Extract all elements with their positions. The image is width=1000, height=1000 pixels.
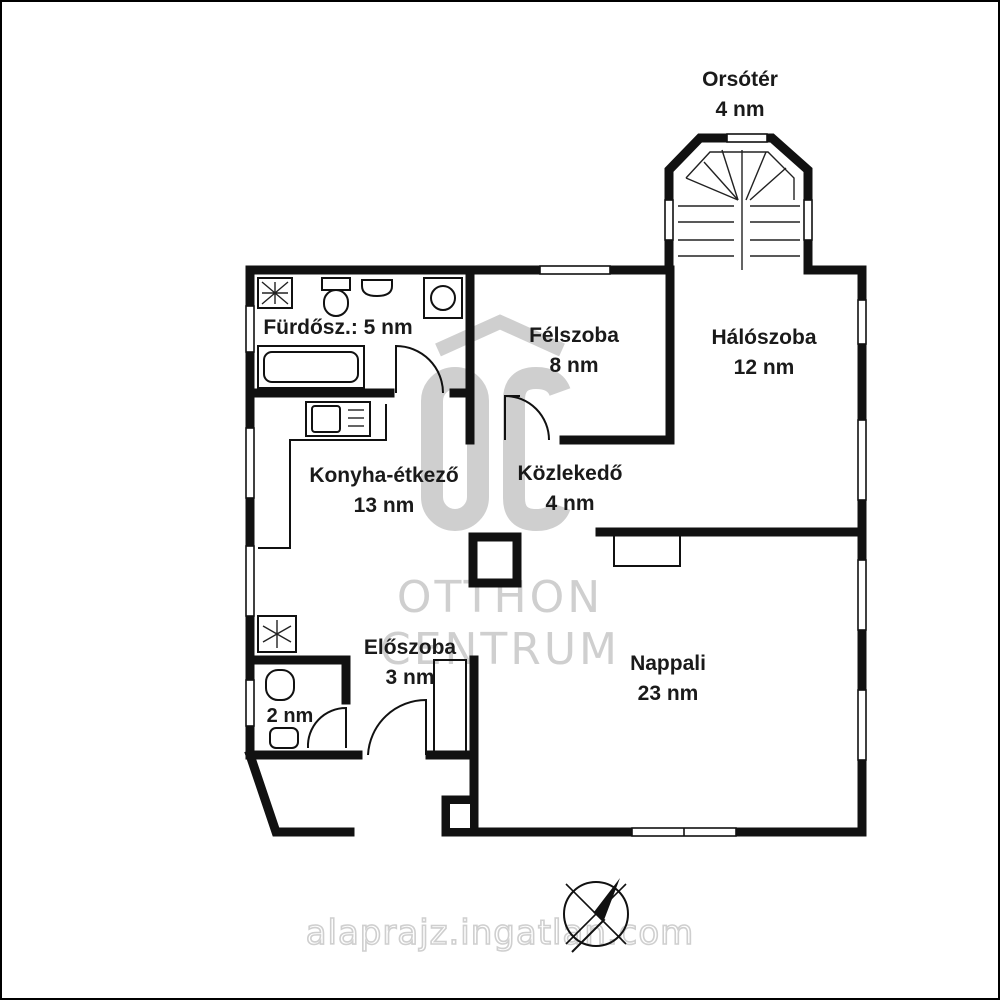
- room-labels: Orsótér 4 nm Félszoba 8 nm Hálószoba 12 …: [263, 68, 816, 727]
- bathroom-door: [395, 344, 444, 394]
- nappali-area: 23 nm: [638, 682, 699, 705]
- chimney: [468, 532, 522, 588]
- orsoter-area: 4 nm: [715, 98, 764, 121]
- orsoter-name: Orsótér: [702, 68, 778, 91]
- kitchen-sink: [305, 401, 371, 437]
- felszoba-name: Félszoba: [529, 324, 619, 347]
- eloszoba-name: Előszoba: [364, 636, 457, 659]
- felszoba-area: 8 nm: [549, 354, 598, 377]
- wc-door: [306, 706, 347, 749]
- bathroom-toilet-tank: [321, 277, 351, 291]
- stair-window: [664, 199, 674, 241]
- window-living: [857, 559, 867, 631]
- window-bedroom: [857, 419, 867, 501]
- fixtures: [257, 277, 681, 836]
- window-kitchen: [245, 427, 255, 499]
- compass-north-arrow-icon: [563, 878, 629, 953]
- spiral-staircase: [678, 149, 800, 270]
- window-kitchen: [245, 545, 255, 617]
- kozlekedo-name: Közlekedő: [517, 462, 622, 485]
- watermark-centrum: CENTRUM: [380, 624, 620, 675]
- windows: [245, 265, 867, 837]
- stair-window: [726, 133, 768, 143]
- window-living: [857, 689, 867, 761]
- watermark-url: alaprajz.ingatlan.com: [306, 913, 695, 953]
- otthon-centrum-logo: [421, 314, 571, 532]
- wc-toilet: [265, 669, 295, 701]
- haloszoba-area: 12 nm: [734, 356, 795, 379]
- hall-vent: [257, 615, 297, 653]
- kitchen-counter: [258, 404, 387, 549]
- haloszoba-name: Hálószoba: [711, 326, 816, 349]
- window-felszoba: [539, 265, 611, 275]
- window-bathroom: [245, 305, 255, 353]
- stair-tower: [664, 133, 813, 275]
- bathroom-toilet: [323, 289, 349, 317]
- window-bedroom: [857, 299, 867, 345]
- entrance-door: [367, 698, 427, 756]
- bathroom-vent: [257, 277, 293, 309]
- bathroom-sink: [361, 279, 393, 298]
- kozlekedo-area: 4 nm: [545, 492, 594, 515]
- living-fireplace: [613, 536, 681, 567]
- konyha-area: 13 nm: [354, 494, 415, 517]
- wc-area: 2 nm: [267, 705, 314, 727]
- hall-wardrobe: [433, 659, 467, 753]
- stair-window: [803, 199, 813, 241]
- konyha-name: Konyha-étkező: [309, 464, 458, 487]
- wc-sink: [269, 727, 299, 749]
- bathroom-shower: [423, 277, 463, 319]
- bathroom-bathtub: [257, 345, 365, 389]
- nappali-name: Nappali: [630, 652, 706, 675]
- window-wc: [245, 679, 255, 727]
- furdoszoba-label: Fürdősz.: 5 nm: [263, 316, 412, 339]
- eloszoba-area: 3 nm: [385, 666, 434, 689]
